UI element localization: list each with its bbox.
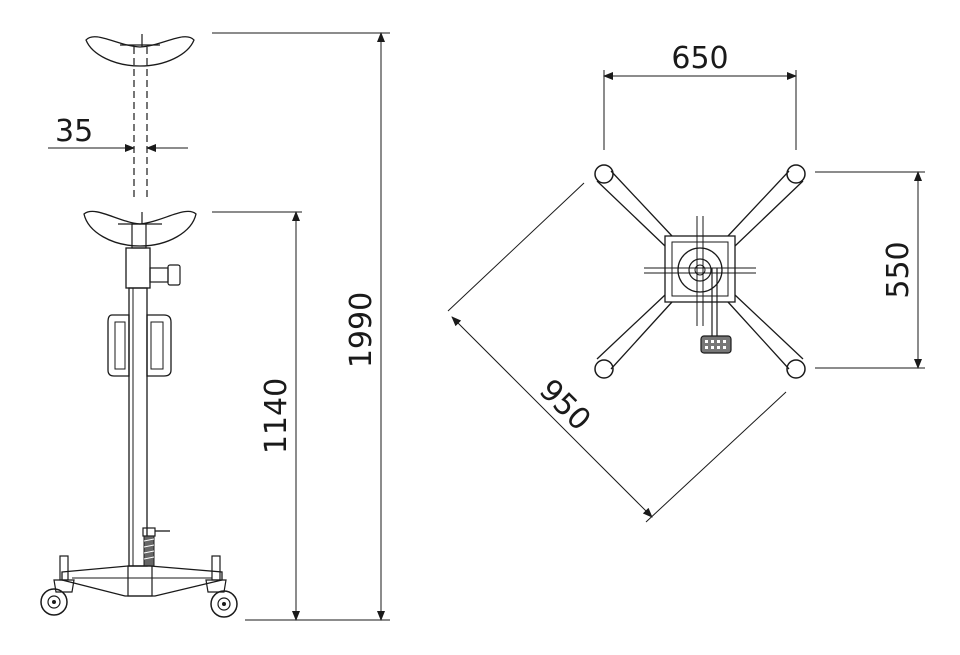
raised-saddle <box>85 34 195 200</box>
caster-top-right <box>786 164 806 184</box>
total-height-dimension: 1990 <box>344 32 385 621</box>
caster-top-left <box>594 164 614 184</box>
shaft-diameter-dimension: 35 <box>48 114 188 152</box>
top-width-dimension: 650 <box>603 41 797 150</box>
base <box>61 565 223 597</box>
dimension-label-1990: 1990 <box>344 292 379 368</box>
lowered-saddle <box>83 210 197 249</box>
dimension-label-1140: 1140 <box>259 378 294 454</box>
diagonal-dimension: 950 <box>447 182 787 523</box>
side-view: 35 <box>40 32 390 621</box>
dimension-label-35: 35 <box>55 114 93 149</box>
pedal <box>700 335 732 354</box>
top-view: 650 <box>447 41 925 523</box>
caster-bottom-left <box>594 359 614 379</box>
caster-bottom-right <box>786 359 806 379</box>
dimension-label-550: 550 <box>881 241 916 298</box>
right-height-dimension: 550 <box>815 171 925 369</box>
base-legs <box>596 170 804 370</box>
right-caster <box>205 555 238 618</box>
lowered-height-dimension: 1140 <box>259 211 300 621</box>
pump-spring <box>142 527 170 567</box>
main-column <box>125 247 181 567</box>
dimension-label-950: 950 <box>532 373 597 438</box>
center-hub <box>644 216 756 336</box>
dimension-label-650: 650 <box>671 41 728 76</box>
left-caster <box>40 555 75 616</box>
handle-plate <box>107 314 172 377</box>
